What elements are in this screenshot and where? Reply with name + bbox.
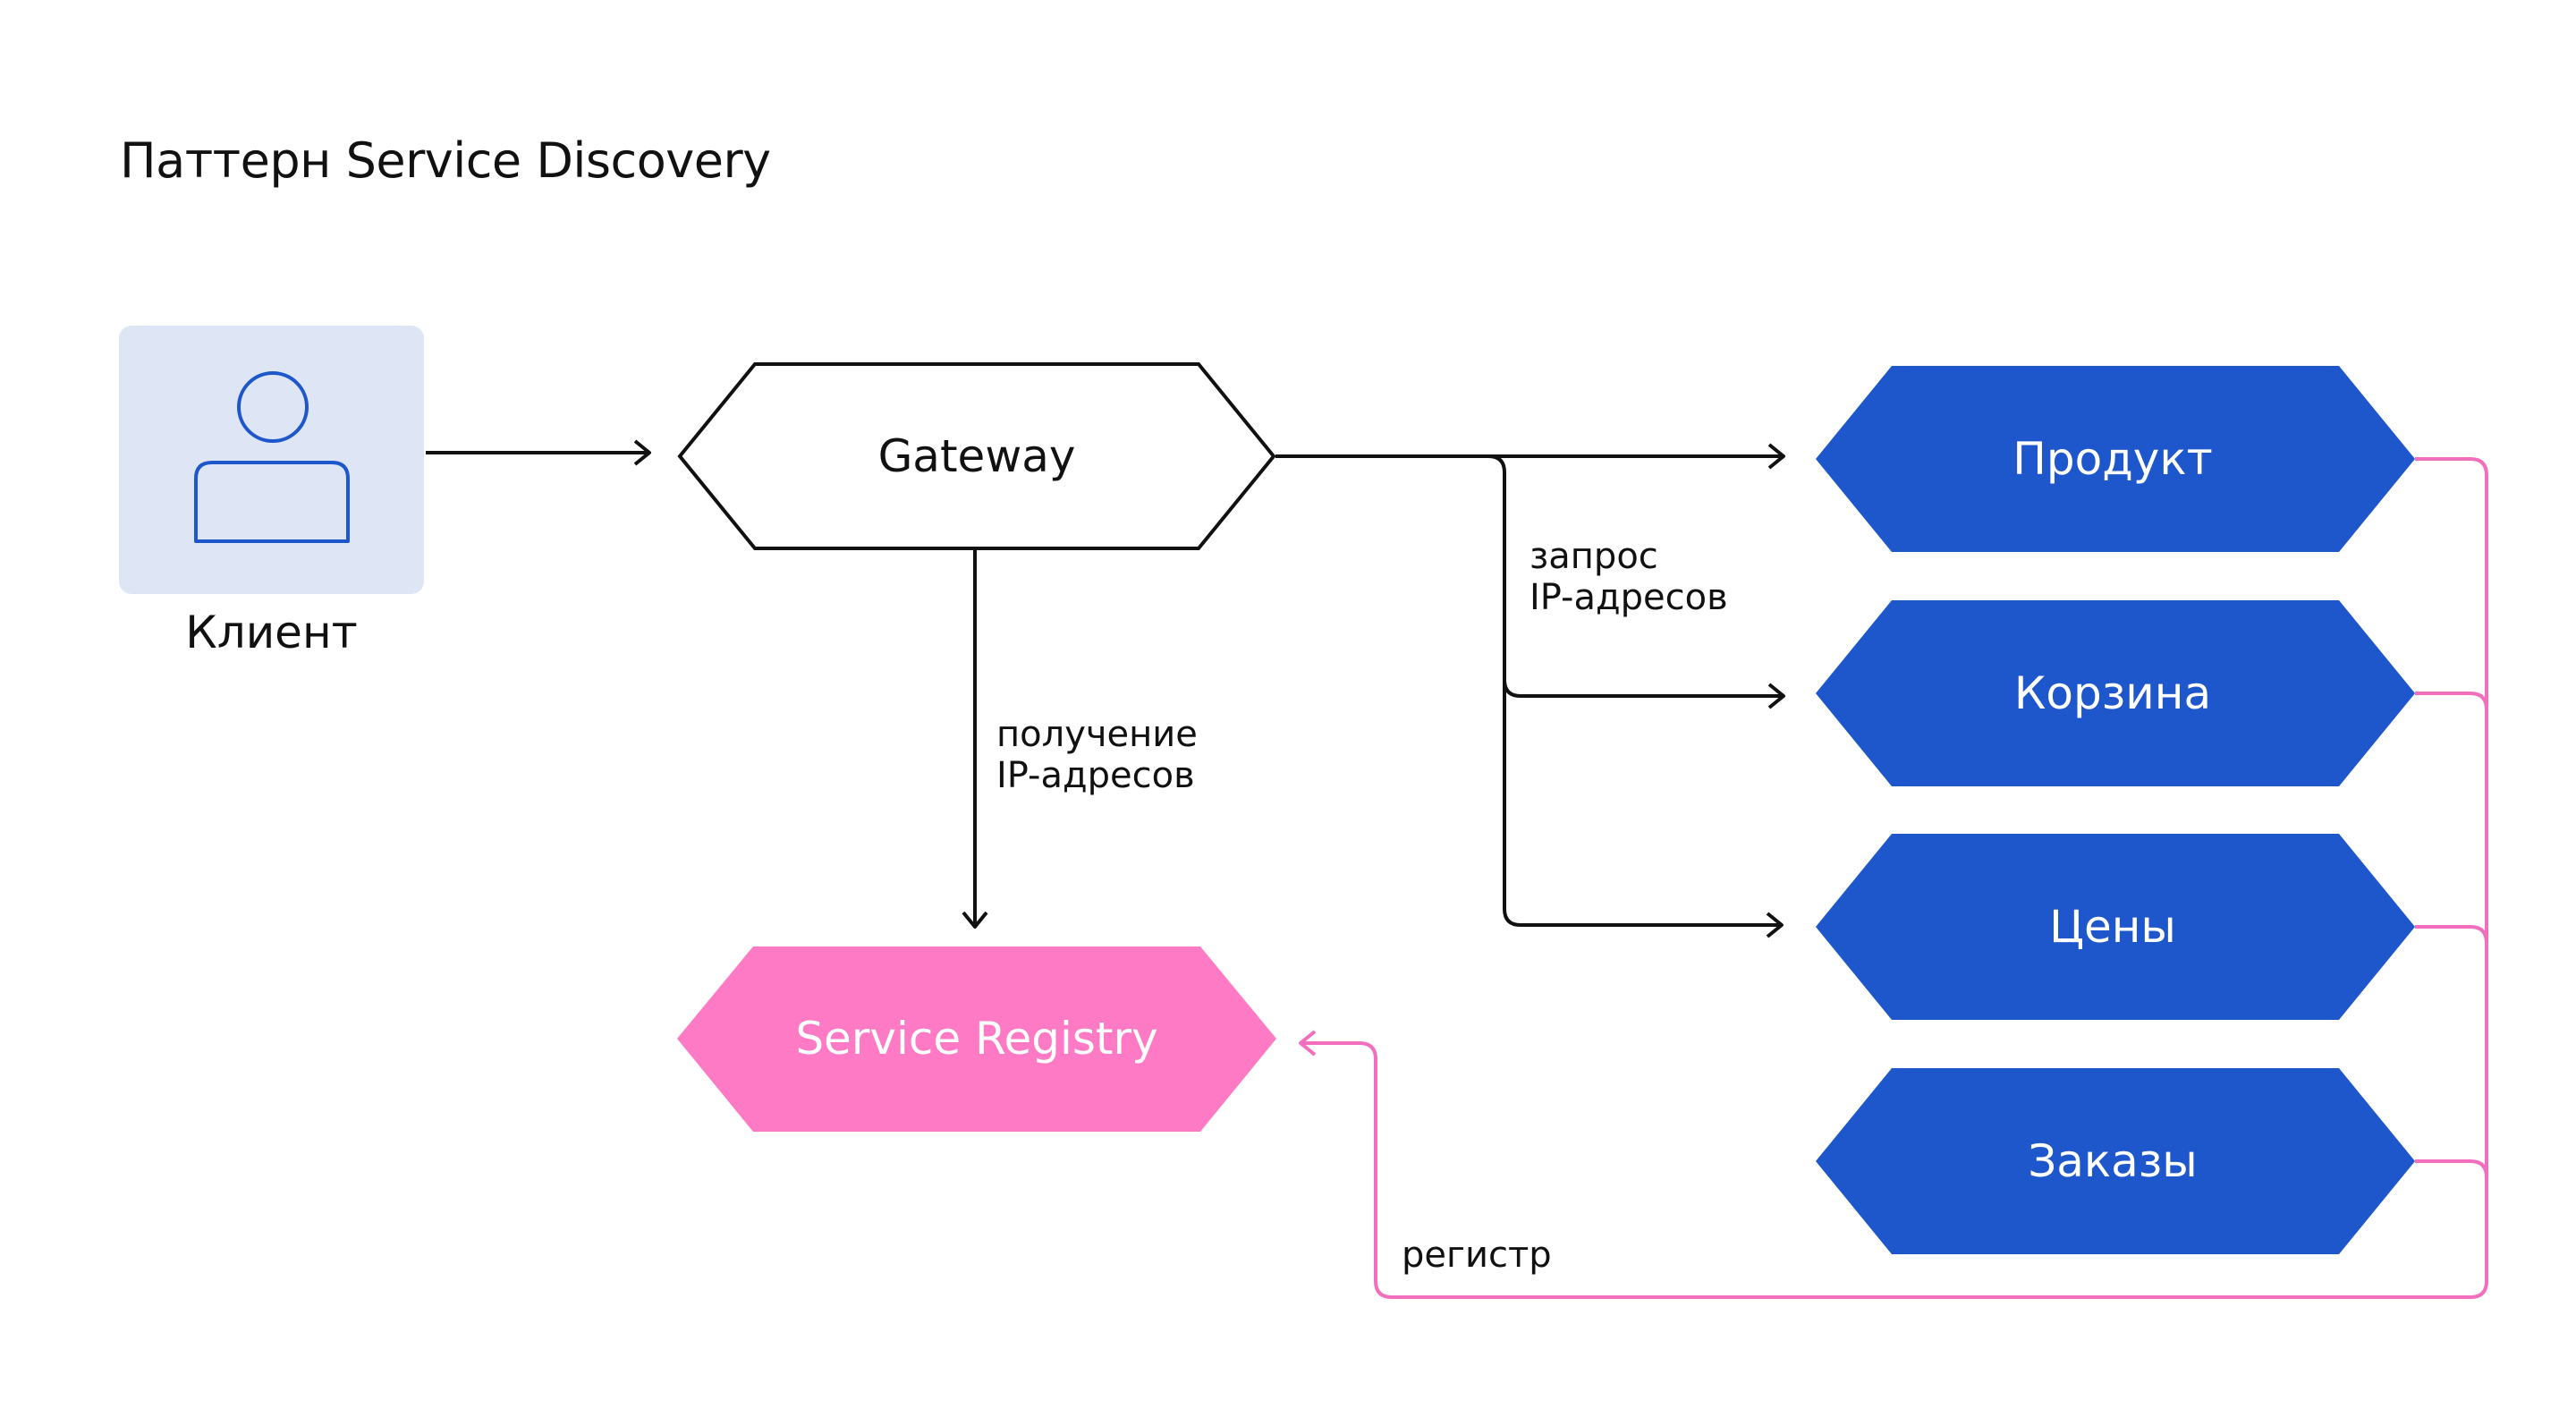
service-label-cart: Корзина <box>2014 667 2211 719</box>
client-label: Клиент <box>185 607 358 658</box>
register-connector <box>1299 457 2488 1299</box>
service-registry-label: Service Registry <box>795 1013 1157 1065</box>
service-node-orders: Заказы <box>1816 1068 2415 1254</box>
request-ips-note-line1: запрос <box>1530 536 1658 577</box>
service-node-product: Продукт <box>1816 366 2415 552</box>
get-ips-note-line1: получение <box>996 714 1198 755</box>
user-icon <box>194 371 350 543</box>
service-label-prices: Цены <box>2049 901 2176 953</box>
service-nodes: Продукт Корзина Цены Заказы <box>1816 366 2415 1254</box>
gateway-node: Gateway <box>677 362 1276 550</box>
service-node-cart: Корзина <box>1816 600 2415 786</box>
service-registry-node: Service Registry <box>677 946 1276 1132</box>
client-card <box>119 326 424 594</box>
get-ips-note: получение IP-адресов <box>996 714 1198 796</box>
service-label-orders: Заказы <box>2028 1135 2198 1187</box>
service-label-product: Продукт <box>2012 433 2212 485</box>
service-node-prices: Цены <box>1816 834 2415 1020</box>
request-ips-note: запрос IP-адресов <box>1530 536 1728 618</box>
gateway-to-services-arrows <box>1275 443 1785 938</box>
gateway-label: Gateway <box>878 430 1076 482</box>
request-ips-note-line2: IP-адресов <box>1530 577 1728 618</box>
register-note: регистр <box>1402 1235 1552 1276</box>
get-ips-note-line2: IP-адресов <box>996 755 1195 796</box>
page-title: Паттерн Service Discovery <box>120 132 771 189</box>
